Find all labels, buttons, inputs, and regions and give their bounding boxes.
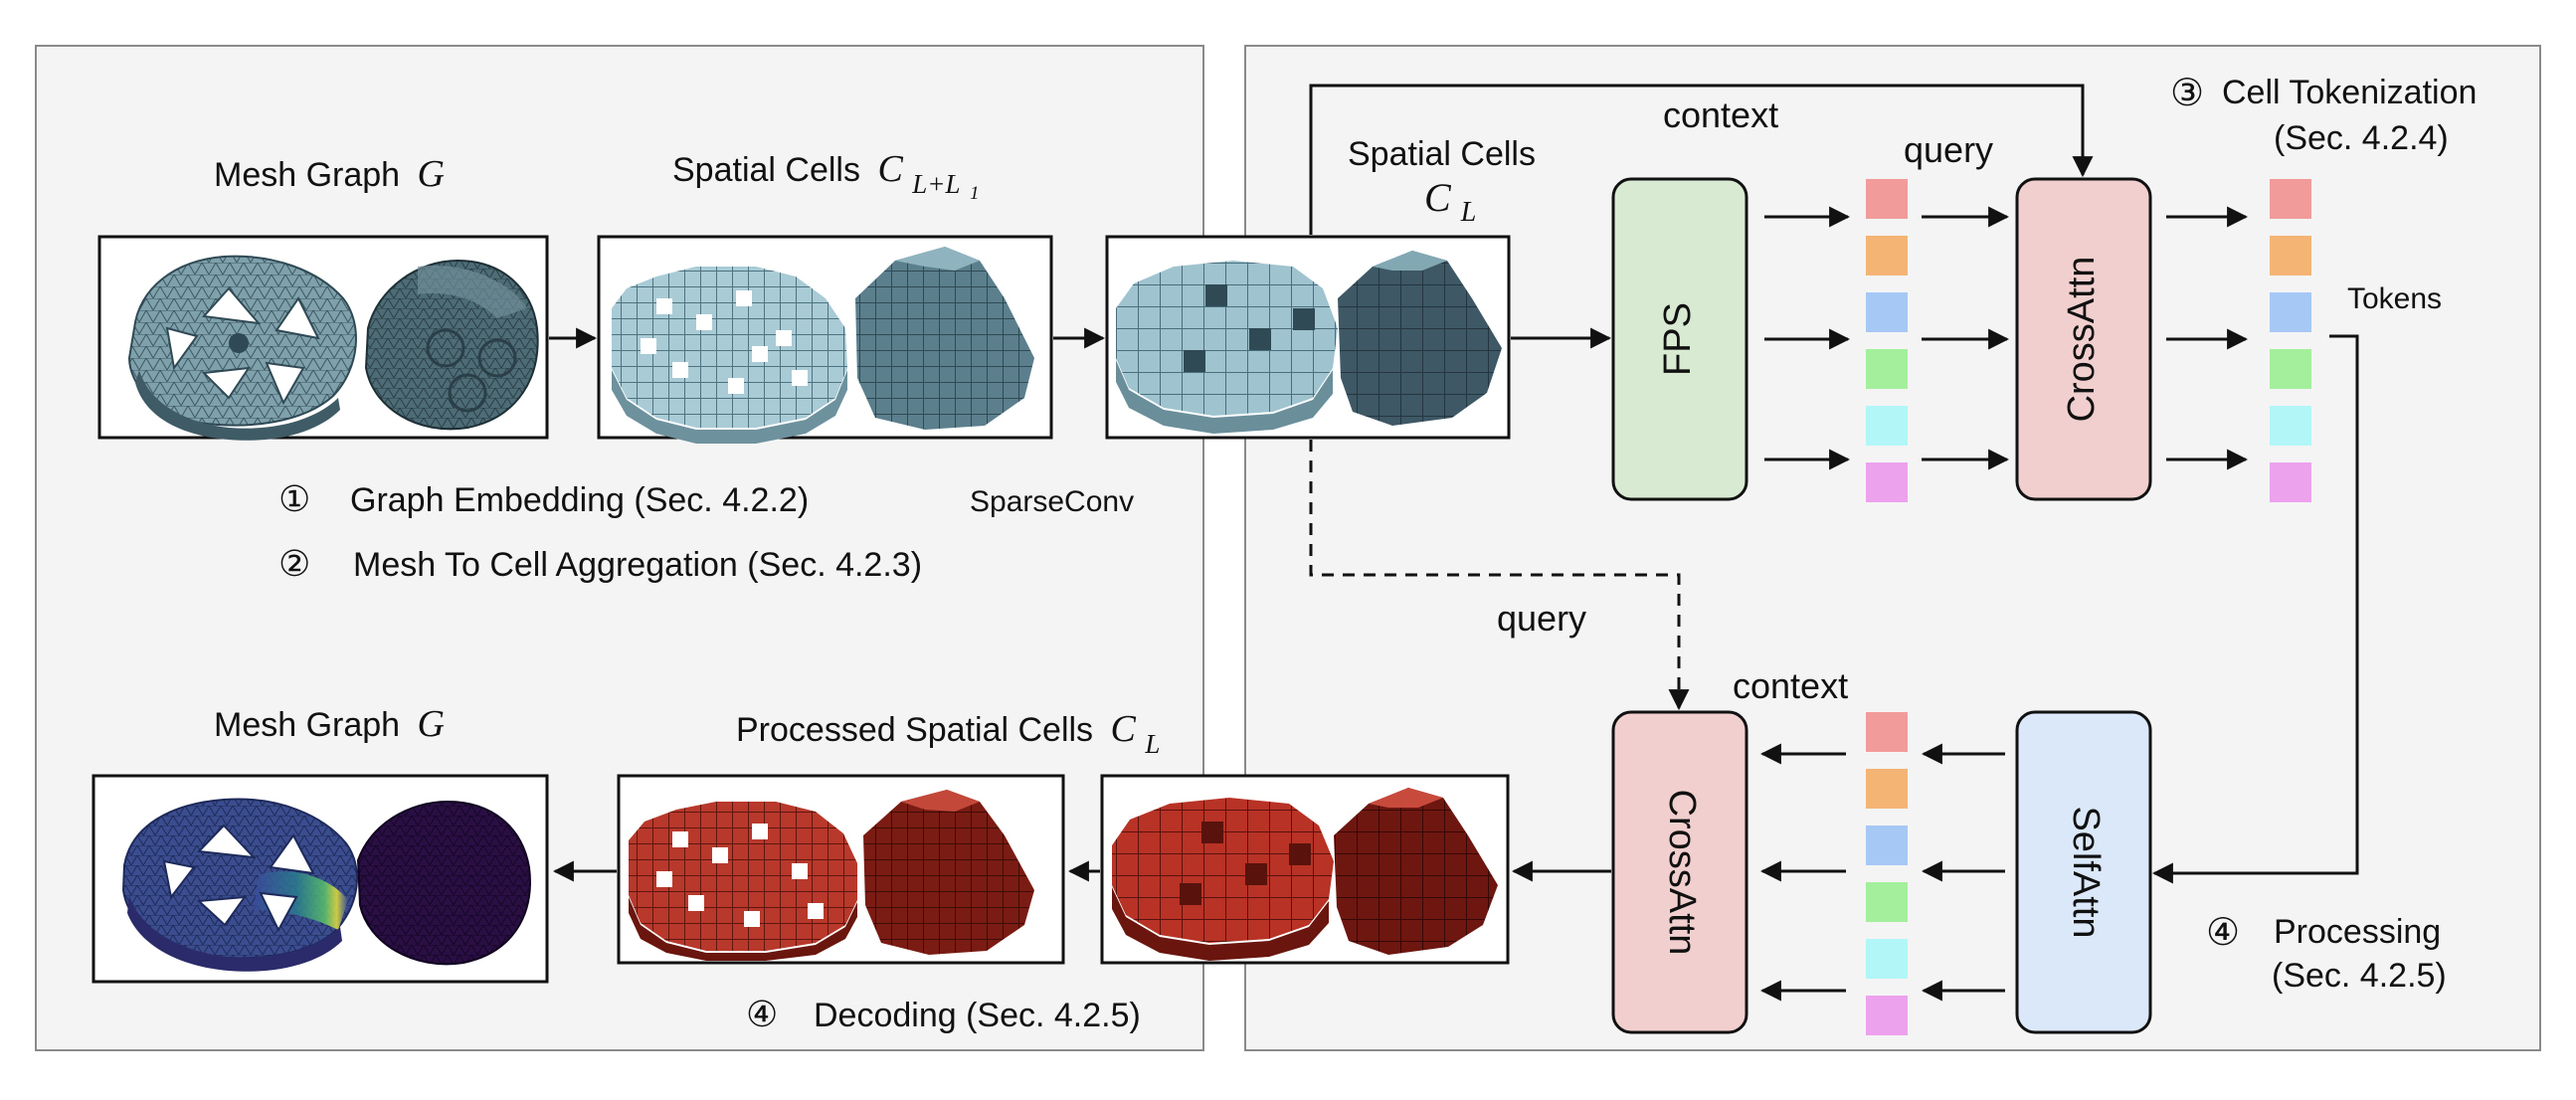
context-token-1 <box>1866 712 1908 752</box>
output-token-5 <box>2270 406 2311 446</box>
processed-cells-label: Processed Spatial Cells C L <box>736 708 1160 759</box>
query-dashed-connector <box>1309 440 1690 711</box>
query-token-4 <box>1866 349 1908 389</box>
tokens-to-selfattn-connector <box>2151 334 2359 884</box>
spatial-cells-label: Spatial Cells <box>1348 135 1536 173</box>
mesh-graph-bottom-label: Mesh Graph G <box>214 703 445 745</box>
context-token-4 <box>1866 882 1908 922</box>
step1-number: ① <box>278 478 310 519</box>
output-token-2 <box>2270 236 2311 275</box>
context-mid-label: context <box>1733 665 1848 706</box>
processed-cells-coarse-image <box>1100 774 1510 965</box>
query-token-6 <box>1866 462 1908 502</box>
context-token-6 <box>1866 996 1908 1035</box>
context-token-2 <box>1866 769 1908 809</box>
svg-text:FPS: FPS <box>1657 302 1699 376</box>
spatial-cells-fine-label: Spatial Cells C L+L 1 <box>672 148 979 204</box>
context-top-label: context <box>1663 94 1778 135</box>
spatial-cells-coarse-image <box>1105 235 1511 440</box>
svg-text:CrossAttn: CrossAttn <box>2061 257 2103 423</box>
processing-line2: (Sec. 4.2.5) <box>2272 957 2447 995</box>
svg-text:SelfAttn: SelfAttn <box>2065 806 2107 938</box>
spatial-cells-fine-image <box>597 235 1053 444</box>
step2-number: ② <box>278 543 310 584</box>
step1-text: Graph Embedding (Sec. 4.2.2) <box>350 481 809 519</box>
spatial-cells-symbol: C L <box>1424 175 1476 228</box>
context-top-connector <box>1309 84 2094 235</box>
query-tokens-top <box>1866 179 1908 502</box>
query-token-2 <box>1866 236 1908 275</box>
output-token-6 <box>2270 462 2311 502</box>
processing-number: ④ <box>2206 912 2240 954</box>
tokens-label: Tokens <box>2347 282 2442 315</box>
output-token-4 <box>2270 349 2311 389</box>
crossattn-top-block: CrossAttn <box>2015 177 2152 501</box>
query-top-label: query <box>1904 129 1993 170</box>
query-token-5 <box>1866 406 1908 446</box>
context-tokens-bottom <box>1866 712 1908 1035</box>
selfattn-block: SelfAttn <box>2015 710 2152 1034</box>
sparseconv-label: SparseConv <box>970 485 1134 518</box>
step2-text: Mesh To Cell Aggregation (Sec. 4.2.3) <box>353 546 922 584</box>
fps-block: FPS <box>1611 177 1748 501</box>
mesh-graph-top-image <box>97 235 549 441</box>
cell-tokenization-line2: (Sec. 4.2.4) <box>2274 119 2449 157</box>
processing-line1: Processing <box>2274 913 2441 951</box>
output-tokens <box>2270 179 2311 502</box>
processed-cells-fine-image <box>617 774 1065 965</box>
context-token-3 <box>1866 825 1908 865</box>
mesh-graph-bottom-image <box>92 774 549 984</box>
svg-text:CrossAttn: CrossAttn <box>1661 790 1703 956</box>
cell-tokenization-line1: Cell Tokenization <box>2222 74 2477 111</box>
output-token-1 <box>2270 179 2311 219</box>
query-mid-label: query <box>1497 598 1586 639</box>
cell-tokenization-number: ③ <box>2170 73 2204 114</box>
query-token-1 <box>1866 179 1908 219</box>
context-token-5 <box>1866 939 1908 979</box>
crossattn-bottom-block: CrossAttn <box>1611 710 1748 1034</box>
output-token-3 <box>2270 292 2311 332</box>
query-token-3 <box>1866 292 1908 332</box>
mesh-graph-top-label: Mesh Graph G <box>214 153 445 195</box>
decoding-number: ④ <box>746 994 778 1034</box>
decoding-text: Decoding (Sec. 4.2.5) <box>814 997 1141 1034</box>
